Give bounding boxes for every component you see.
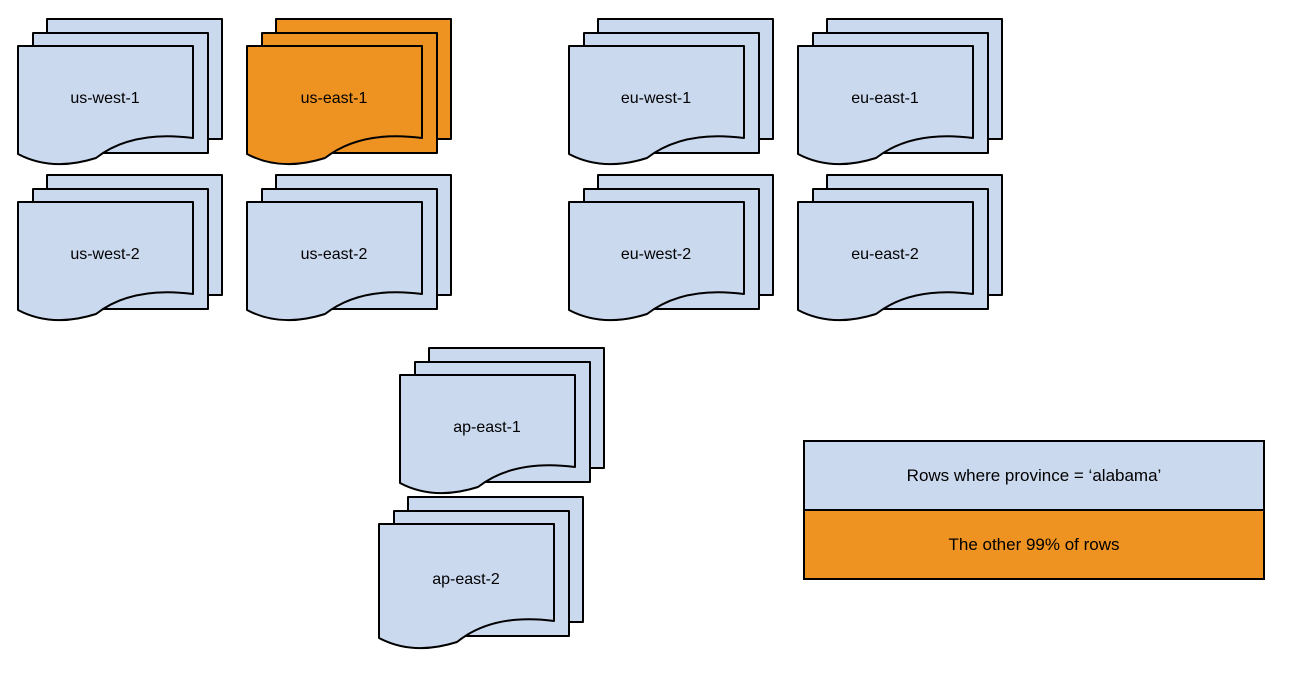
doc-stack-eu-west-2[interactable]: eu-west-2 bbox=[563, 168, 793, 333]
doc-stack-label: eu-west-2 bbox=[621, 246, 691, 263]
doc-stack-us-west-2[interactable]: us-west-2 bbox=[12, 168, 242, 333]
doc-stack-label: us-east-1 bbox=[301, 90, 368, 107]
doc-stack-ap-east-2[interactable]: ap-east-2 bbox=[373, 490, 603, 665]
doc-stack-ap-east-1[interactable]: ap-east-1 bbox=[394, 341, 624, 506]
legend-label-orange: The other 99% of rows bbox=[948, 534, 1120, 554]
doc-stack-eu-west-1[interactable]: eu-west-1 bbox=[563, 12, 793, 177]
doc-stack-label: ap-east-2 bbox=[432, 571, 500, 588]
doc-stack-label: ap-east-1 bbox=[453, 419, 521, 436]
doc-stack-us-east-1[interactable]: us-east-1 bbox=[241, 12, 471, 177]
legend-label-blue: Rows where province = ‘alabama’ bbox=[906, 465, 1162, 485]
doc-stack-label: us-west-1 bbox=[70, 90, 139, 107]
doc-stack-eu-east-1[interactable]: eu-east-1 bbox=[792, 12, 1022, 177]
doc-stack-label: us-east-2 bbox=[301, 246, 368, 263]
legend-row-orange: The other 99% of rows bbox=[805, 511, 1263, 578]
doc-stack-label: eu-west-1 bbox=[621, 90, 691, 107]
doc-stack-label: eu-east-2 bbox=[851, 246, 919, 263]
doc-stack-label: us-west-2 bbox=[70, 246, 139, 263]
doc-stack-us-east-2[interactable]: us-east-2 bbox=[241, 168, 471, 333]
legend: Rows where province = ‘alabama’ The othe… bbox=[803, 440, 1265, 580]
doc-stack-eu-east-2[interactable]: eu-east-2 bbox=[792, 168, 1022, 333]
doc-stack-label: eu-east-1 bbox=[851, 90, 919, 107]
doc-stack-us-west-1[interactable]: us-west-1 bbox=[12, 12, 242, 177]
legend-row-blue: Rows where province = ‘alabama’ bbox=[805, 442, 1263, 511]
